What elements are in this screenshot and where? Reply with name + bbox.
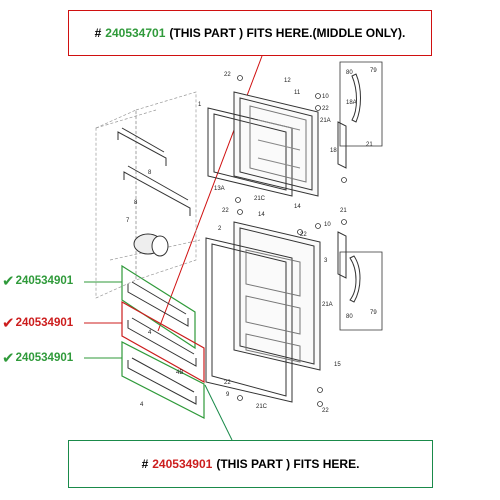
label-4b: 4B: [176, 370, 183, 376]
bottom-pointer-line: [204, 384, 233, 441]
door-bins: [127, 281, 197, 405]
callout-top-hash: #: [94, 26, 102, 40]
label-21c: 21C: [254, 196, 266, 202]
label-21: 21: [366, 142, 373, 148]
side-label-3: ✔ 240534901: [2, 349, 73, 367]
callout-bottom-hash: #: [141, 457, 149, 471]
handle-detail-boxes: [339, 61, 383, 331]
label-80: 80: [346, 70, 353, 76]
fresh-food-door: [205, 221, 321, 403]
label-4: 4: [140, 402, 144, 408]
label-79: 79: [370, 310, 377, 316]
side-label-1-text: 240534901: [15, 275, 74, 287]
label-13a: 13A: [214, 186, 225, 192]
label-80: 80: [346, 314, 353, 320]
bin-box-top: [121, 264, 196, 350]
callout-top: # 240534701 (THIS PART ) FITS HERE.(MIDD…: [68, 10, 432, 56]
label-22: 22: [322, 408, 329, 414]
label-21a: 21A: [320, 118, 331, 124]
label-14: 14: [258, 212, 265, 218]
label-12: 12: [284, 78, 291, 84]
freezer-door: [207, 91, 319, 197]
label-1: 1: [198, 102, 202, 108]
label-15: 15: [334, 362, 341, 368]
cabinet-outline: [95, 91, 201, 299]
check-icon: ✔: [2, 350, 15, 367]
label-2: 2: [218, 226, 222, 232]
screws: [235, 75, 347, 407]
label-8: 8: [148, 170, 152, 176]
label-10: 10: [324, 222, 331, 228]
callout-top-part-number: 240534701: [105, 26, 166, 40]
label-21: 21: [340, 208, 347, 214]
bin-box-middle: [121, 300, 205, 384]
label-8: 8: [134, 200, 138, 206]
ice-bucket: [133, 233, 169, 257]
label-22: 22: [222, 208, 229, 214]
bin-box-bottom: [121, 341, 205, 419]
label-21c: 21C: [256, 404, 268, 410]
label-79: 79: [370, 68, 377, 74]
callout-bottom-part-number: 240534901: [152, 457, 213, 471]
check-icon: ✔: [2, 273, 15, 290]
label-22: 22: [322, 106, 329, 112]
label-22: 22: [224, 72, 231, 78]
label-18a: 18A: [346, 100, 357, 106]
callout-bottom-text: (THIS PART ) FITS HERE.: [216, 457, 360, 471]
label-3: 3: [324, 258, 328, 264]
label-22: 22: [224, 380, 231, 386]
label-10: 10: [322, 94, 329, 100]
label-14: 14: [294, 204, 301, 210]
label-18: 18: [330, 148, 337, 154]
label-4: 4: [148, 330, 152, 336]
side-label-2-text: 240534901: [15, 317, 74, 329]
label-7: 7: [126, 218, 130, 224]
label-22: 22: [300, 232, 307, 238]
freezer-shelves: [117, 127, 191, 216]
label-11: 11: [294, 90, 301, 96]
callout-top-text: (THIS PART ) FITS HERE.(MIDDLE ONLY).: [169, 26, 406, 40]
side-label-1: ✔ 240534901: [2, 272, 73, 290]
label-21a: 21A: [322, 302, 333, 308]
handles: [337, 73, 361, 303]
side-label-2: ✔ 240534901: [2, 314, 73, 332]
callout-bottom: # 240534901 (THIS PART ) FITS HERE.: [68, 440, 433, 488]
label-9: 9: [226, 392, 230, 398]
side-label-3-text: 240534901: [15, 352, 74, 364]
check-icon: ✔: [2, 315, 15, 332]
